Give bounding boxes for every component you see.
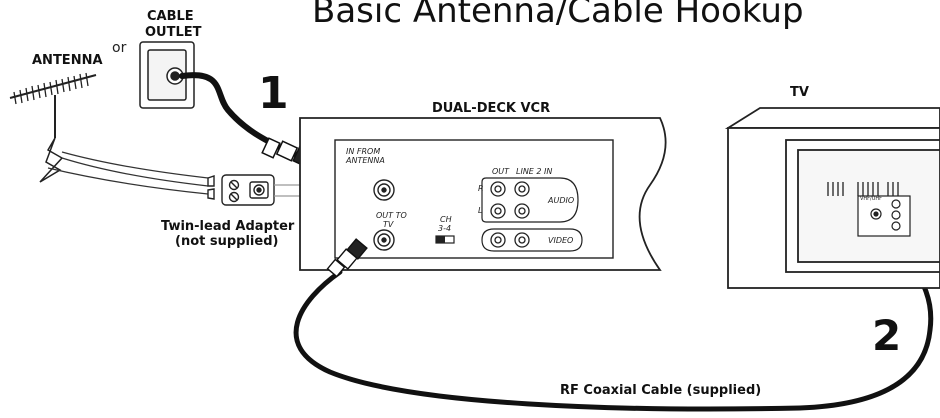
- vcr-ch-label-1: CH: [440, 215, 452, 224]
- vcr-ch-label-2: 3-4: [438, 224, 451, 233]
- twin-lead-wire: [47, 151, 209, 195]
- rf-cable-label: RF Coaxial Cable (supplied): [560, 383, 761, 398]
- diagram-title: Basic Antenna/Cable Hookup: [312, 0, 804, 31]
- tv-label: TV: [790, 85, 809, 100]
- tv-input-panel: [857, 195, 911, 237]
- video-jack-group: [481, 228, 583, 252]
- rf-coaxial-cable: [293, 259, 934, 412]
- adapter-label-line1: Twin-lead Adapter: [161, 219, 295, 234]
- vcr-label: DUAL-DECK VCR: [432, 101, 550, 116]
- vcr-in-from-label-2: ANTENNA: [345, 156, 385, 165]
- video-jacks-icon[interactable]: [490, 232, 530, 248]
- vcr-antenna-in-jack-icon[interactable]: [373, 179, 395, 201]
- or-label: or: [112, 40, 127, 56]
- cable-label-line1: CABLE: [147, 9, 194, 24]
- vcr-out-to-label-2: TV: [383, 220, 394, 229]
- cable-outlet-icon: [139, 41, 195, 109]
- tv-vhf-uhf-label: VHF/UHF: [860, 196, 882, 202]
- vcr-out-to-tv-jack-icon[interactable]: [373, 229, 395, 251]
- adapter-label-line2: (not supplied): [175, 234, 278, 249]
- step-2-number: 2: [872, 311, 901, 360]
- audio-jack-group: [481, 177, 579, 223]
- rf-plug-vcr-icon: [326, 238, 368, 278]
- antenna-icon: [9, 72, 97, 183]
- vcr-out-label: OUT: [492, 167, 510, 176]
- audio-jacks-icon[interactable]: [490, 181, 530, 219]
- cable-label-line2: OUTLET: [145, 25, 202, 40]
- vcr-audio-label: AUDIO: [547, 196, 574, 205]
- vcr-l-label: L: [478, 206, 482, 215]
- twin-lead-adapter-icon: [207, 174, 275, 206]
- vcr-r-label: R: [478, 184, 484, 193]
- channel-switch[interactable]: [435, 235, 455, 244]
- vcr-line2in-label: LINE 2 IN: [516, 167, 552, 176]
- vcr-in-from-label-1: IN FROM: [346, 147, 380, 156]
- vcr-video-label: VIDEO: [548, 236, 573, 245]
- tv-vent-icon: [827, 182, 899, 196]
- vcr-out-to-label-1: OUT TO: [376, 211, 407, 220]
- antenna-label: ANTENNA: [32, 53, 103, 68]
- step-1-number: 1: [258, 68, 289, 119]
